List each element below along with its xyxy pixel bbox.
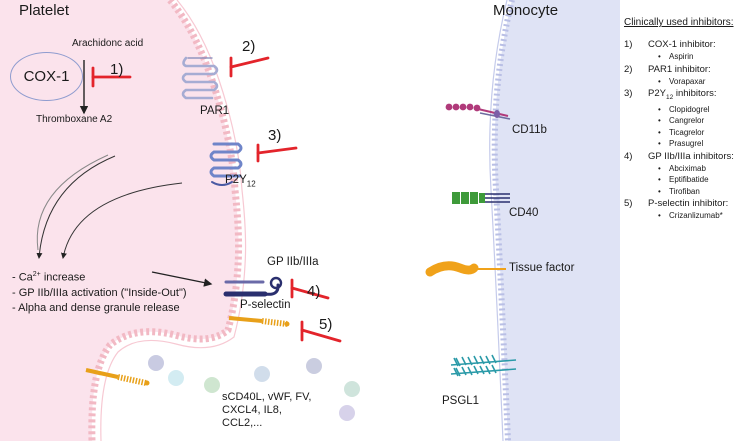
cd11b-label: CD11b <box>512 124 547 136</box>
inhibitor-group-5: 5)P-selectin inhibitor: •Crizanlizumab* <box>624 198 748 222</box>
marker-2: 2) <box>242 38 256 55</box>
effect-calcium: - Ca2+ increase <box>12 271 86 284</box>
par1-receptor <box>181 56 219 100</box>
marker-1: 1) <box>110 61 124 78</box>
drug-item: •Prasugrel <box>658 139 704 149</box>
p2y12-receptor <box>209 142 243 186</box>
platelet-activation-effects: - Ca2+ increase - GP IIb/IIIa activation… <box>12 267 187 316</box>
cox1-label: COX-1 <box>23 68 70 85</box>
p-selectin-label: P-selectin <box>240 299 291 311</box>
inhibitor-group-1: 1)COX-1 inhibitor: •Aspirin <box>624 39 748 63</box>
inhibitor-group-3: 3)P2Y12 inhibitors: •Clopidogrel •Cangre… <box>624 88 748 150</box>
platelet-cell <box>0 0 247 441</box>
drug-item: •Vorapaxar <box>658 76 706 86</box>
marker-5: 5) <box>319 316 333 333</box>
p2y12-label: P2Y12 <box>225 174 256 189</box>
activation-arrow <box>151 271 213 287</box>
psgl1-receptor <box>450 354 517 377</box>
cd40-receptor <box>452 192 510 204</box>
cox1-enzyme: COX-1 <box>10 52 83 101</box>
drug-item: •Cangrelor <box>658 116 705 126</box>
cd11b-receptor <box>445 103 511 120</box>
effect-gp-activation: - GP IIb/IIIa activation ("Inside-Out") <box>12 286 187 299</box>
arachidonic-acid-label: Arachidonc acid <box>72 38 144 49</box>
inhibitors-heading: Clinically used inhibitors: <box>624 17 734 28</box>
thromboxane-label: Thromboxane A2 <box>36 114 113 125</box>
marker-3: 3) <box>268 127 282 144</box>
drug-item: •Aspirin <box>658 52 694 61</box>
monocyte-title: Monocyte <box>493 2 559 19</box>
drug-item: •Eptifibatide <box>658 175 709 185</box>
soluble-p-selectin <box>85 368 150 386</box>
tissue-factor-label: Tissue factor <box>509 262 575 274</box>
cd40-label: CD40 <box>509 207 539 219</box>
gp-iib-iiia-label: GP IIb/IIIa <box>267 256 319 268</box>
platelet-title: Platelet <box>19 2 70 19</box>
drug-item: •Clopidogrel <box>658 104 710 114</box>
drug-item: •Ticagrelor <box>658 127 705 137</box>
inhibitor-marks <box>91 56 342 343</box>
effect-granule-release: - Alpha and dense granule release <box>12 301 180 314</box>
tissue-factor-receptor <box>425 261 506 277</box>
drug-item: •Crizanlizumab* <box>658 211 723 221</box>
inhibitor-group-4: 4)GP IIb/IIIa inhibitors: •Abciximab •Ep… <box>624 151 748 198</box>
p-selectin-receptor <box>228 316 290 327</box>
par1-label: PAR1 <box>200 105 230 117</box>
gp-iib-iiia-receptor <box>223 276 283 297</box>
drug-item: •Tirofiban <box>658 186 700 196</box>
marker-4: 4) <box>307 283 321 300</box>
granule-contents: sCD40L, vWF, FV, CXCL4, IL8, CCL2,... <box>222 391 312 429</box>
signalling-arrows <box>36 154 183 259</box>
drug-item: •Abciximab <box>658 163 706 173</box>
granule-particles <box>148 355 360 421</box>
inhibitor-group-2: 2)PAR1 inhibitor: •Vorapaxar <box>624 64 748 88</box>
monocyte-cell <box>489 0 620 441</box>
psgl1-label: PSGL1 <box>442 395 480 407</box>
inhibitors-panel: Clinically used inhibitors: 1)COX-1 inhi… <box>624 17 748 223</box>
